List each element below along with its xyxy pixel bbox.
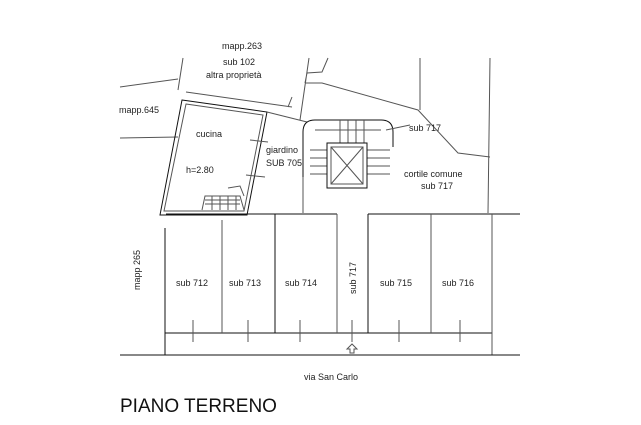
label-sub-717-passage: sub 717: [348, 262, 358, 294]
plan-title: PIANO TERRENO: [120, 396, 277, 417]
label-street: via San Carlo: [304, 372, 358, 382]
label-mapp-263: mapp.263: [222, 41, 262, 51]
label-mapp-645: mapp.645: [119, 105, 159, 115]
label-sub-705: SUB 705: [266, 158, 302, 168]
unit-sub-714: sub 714: [285, 278, 317, 288]
label-altra-proprieta: altra proprietà: [206, 70, 262, 80]
label-height: h=2.80: [186, 165, 214, 175]
property-boundaries: [119, 57, 491, 214]
entrance-arrow-icon: [345, 343, 359, 354]
garages: [120, 213, 520, 356]
stairwell: [302, 119, 411, 213]
unit-sub-716: sub 716: [442, 278, 474, 288]
label-sub-717-cortile: sub 717: [421, 181, 453, 191]
elevator: [326, 142, 368, 189]
apartment-walls: [159, 99, 308, 216]
label-giardino: giardino: [266, 145, 298, 155]
label-mapp-265: mapp 265: [132, 250, 142, 290]
label-cucina: cucina: [196, 129, 222, 139]
label-cortile-comune: cortile comune: [404, 169, 463, 179]
unit-sub-712: sub 712: [176, 278, 208, 288]
label-sub-717-stair: sub 717: [409, 123, 441, 133]
unit-sub-715: sub 715: [380, 278, 412, 288]
label-sub-102: sub 102: [223, 57, 255, 67]
unit-sub-713: sub 713: [229, 278, 261, 288]
